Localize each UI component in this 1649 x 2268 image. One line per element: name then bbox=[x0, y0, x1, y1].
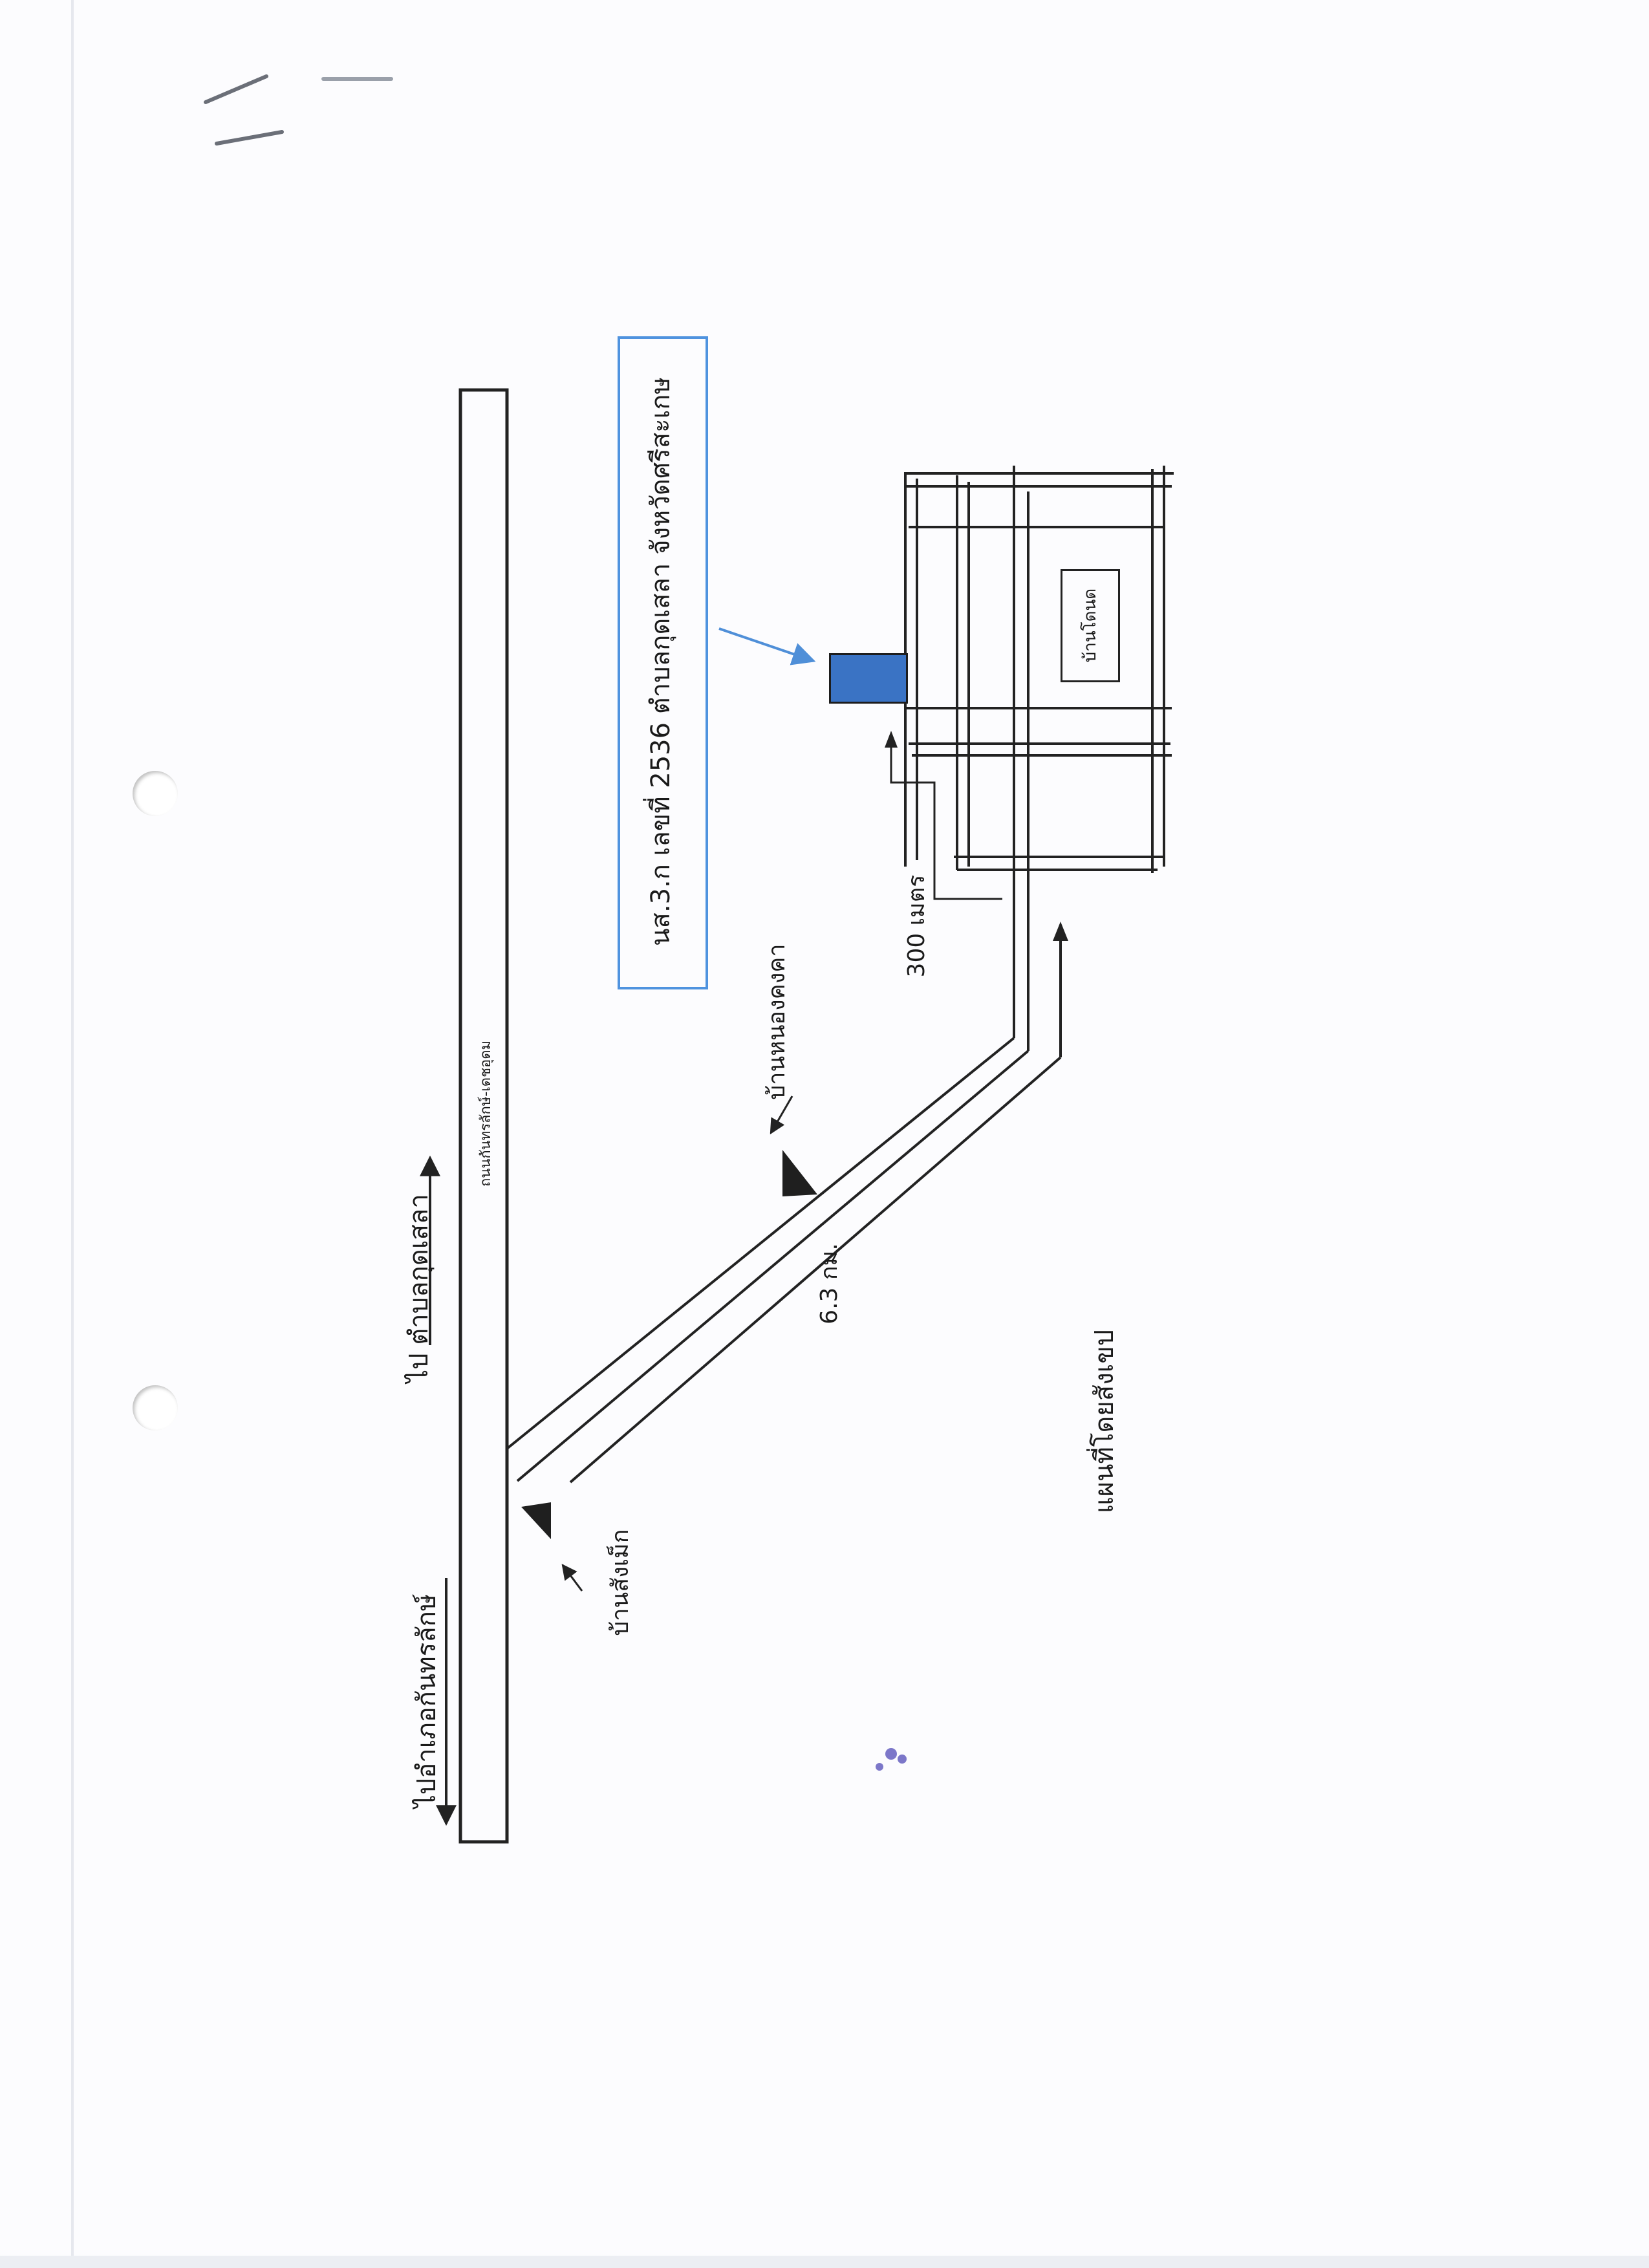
distance-m-label: 300 เมตร bbox=[903, 874, 930, 978]
branch-road bbox=[506, 466, 1062, 1484]
punch-hole-top bbox=[133, 771, 178, 816]
direction-down-label: ไปอำเภอกันทรลักษ์ bbox=[412, 1593, 442, 1808]
triangle-marker-icon bbox=[521, 1502, 551, 1539]
sheet-edge bbox=[71, 0, 74, 2268]
branch-road-arrow-head bbox=[1053, 922, 1068, 941]
village-1-label: บ้านสังเม็ก bbox=[607, 1529, 634, 1636]
staple-marks bbox=[204, 74, 393, 146]
triangle-marker-icon bbox=[782, 1150, 817, 1196]
title-box-text: นส.3.ก เลขที่ 2536 ตำบลกุดเสลา จังหวัดศร… bbox=[646, 377, 676, 946]
map-caption: แผนที่โดยสังเขป bbox=[1090, 1329, 1119, 1514]
house-box bbox=[1061, 569, 1120, 682]
distance-300m-pointer bbox=[890, 744, 1002, 900]
main-road bbox=[458, 388, 509, 1844]
distance-300m-arrow-head bbox=[885, 731, 898, 748]
ink-specks bbox=[876, 1748, 907, 1771]
house-label: บ้านโดนด bbox=[1081, 588, 1100, 663]
punch-hole-bottom bbox=[133, 1385, 178, 1431]
direction-up-label: ไป ตำบลกุดเสลา bbox=[404, 1194, 434, 1383]
distance-km-label: 6.3 กม. bbox=[816, 1243, 843, 1324]
title-box bbox=[618, 336, 708, 989]
village-2-pointer bbox=[770, 1096, 793, 1135]
title-pointer-arrow bbox=[718, 627, 816, 665]
plot-grid bbox=[904, 466, 1174, 873]
sheet-bottom-edge bbox=[0, 2256, 1649, 2268]
village-2-label: บ้านหนองคงคา bbox=[764, 944, 790, 1100]
village-1-pointer bbox=[561, 1564, 583, 1592]
main-road-label: ถนนกันทรลักษ์-เดชอุดม bbox=[478, 1040, 494, 1187]
land-plot-marker bbox=[829, 653, 908, 704]
